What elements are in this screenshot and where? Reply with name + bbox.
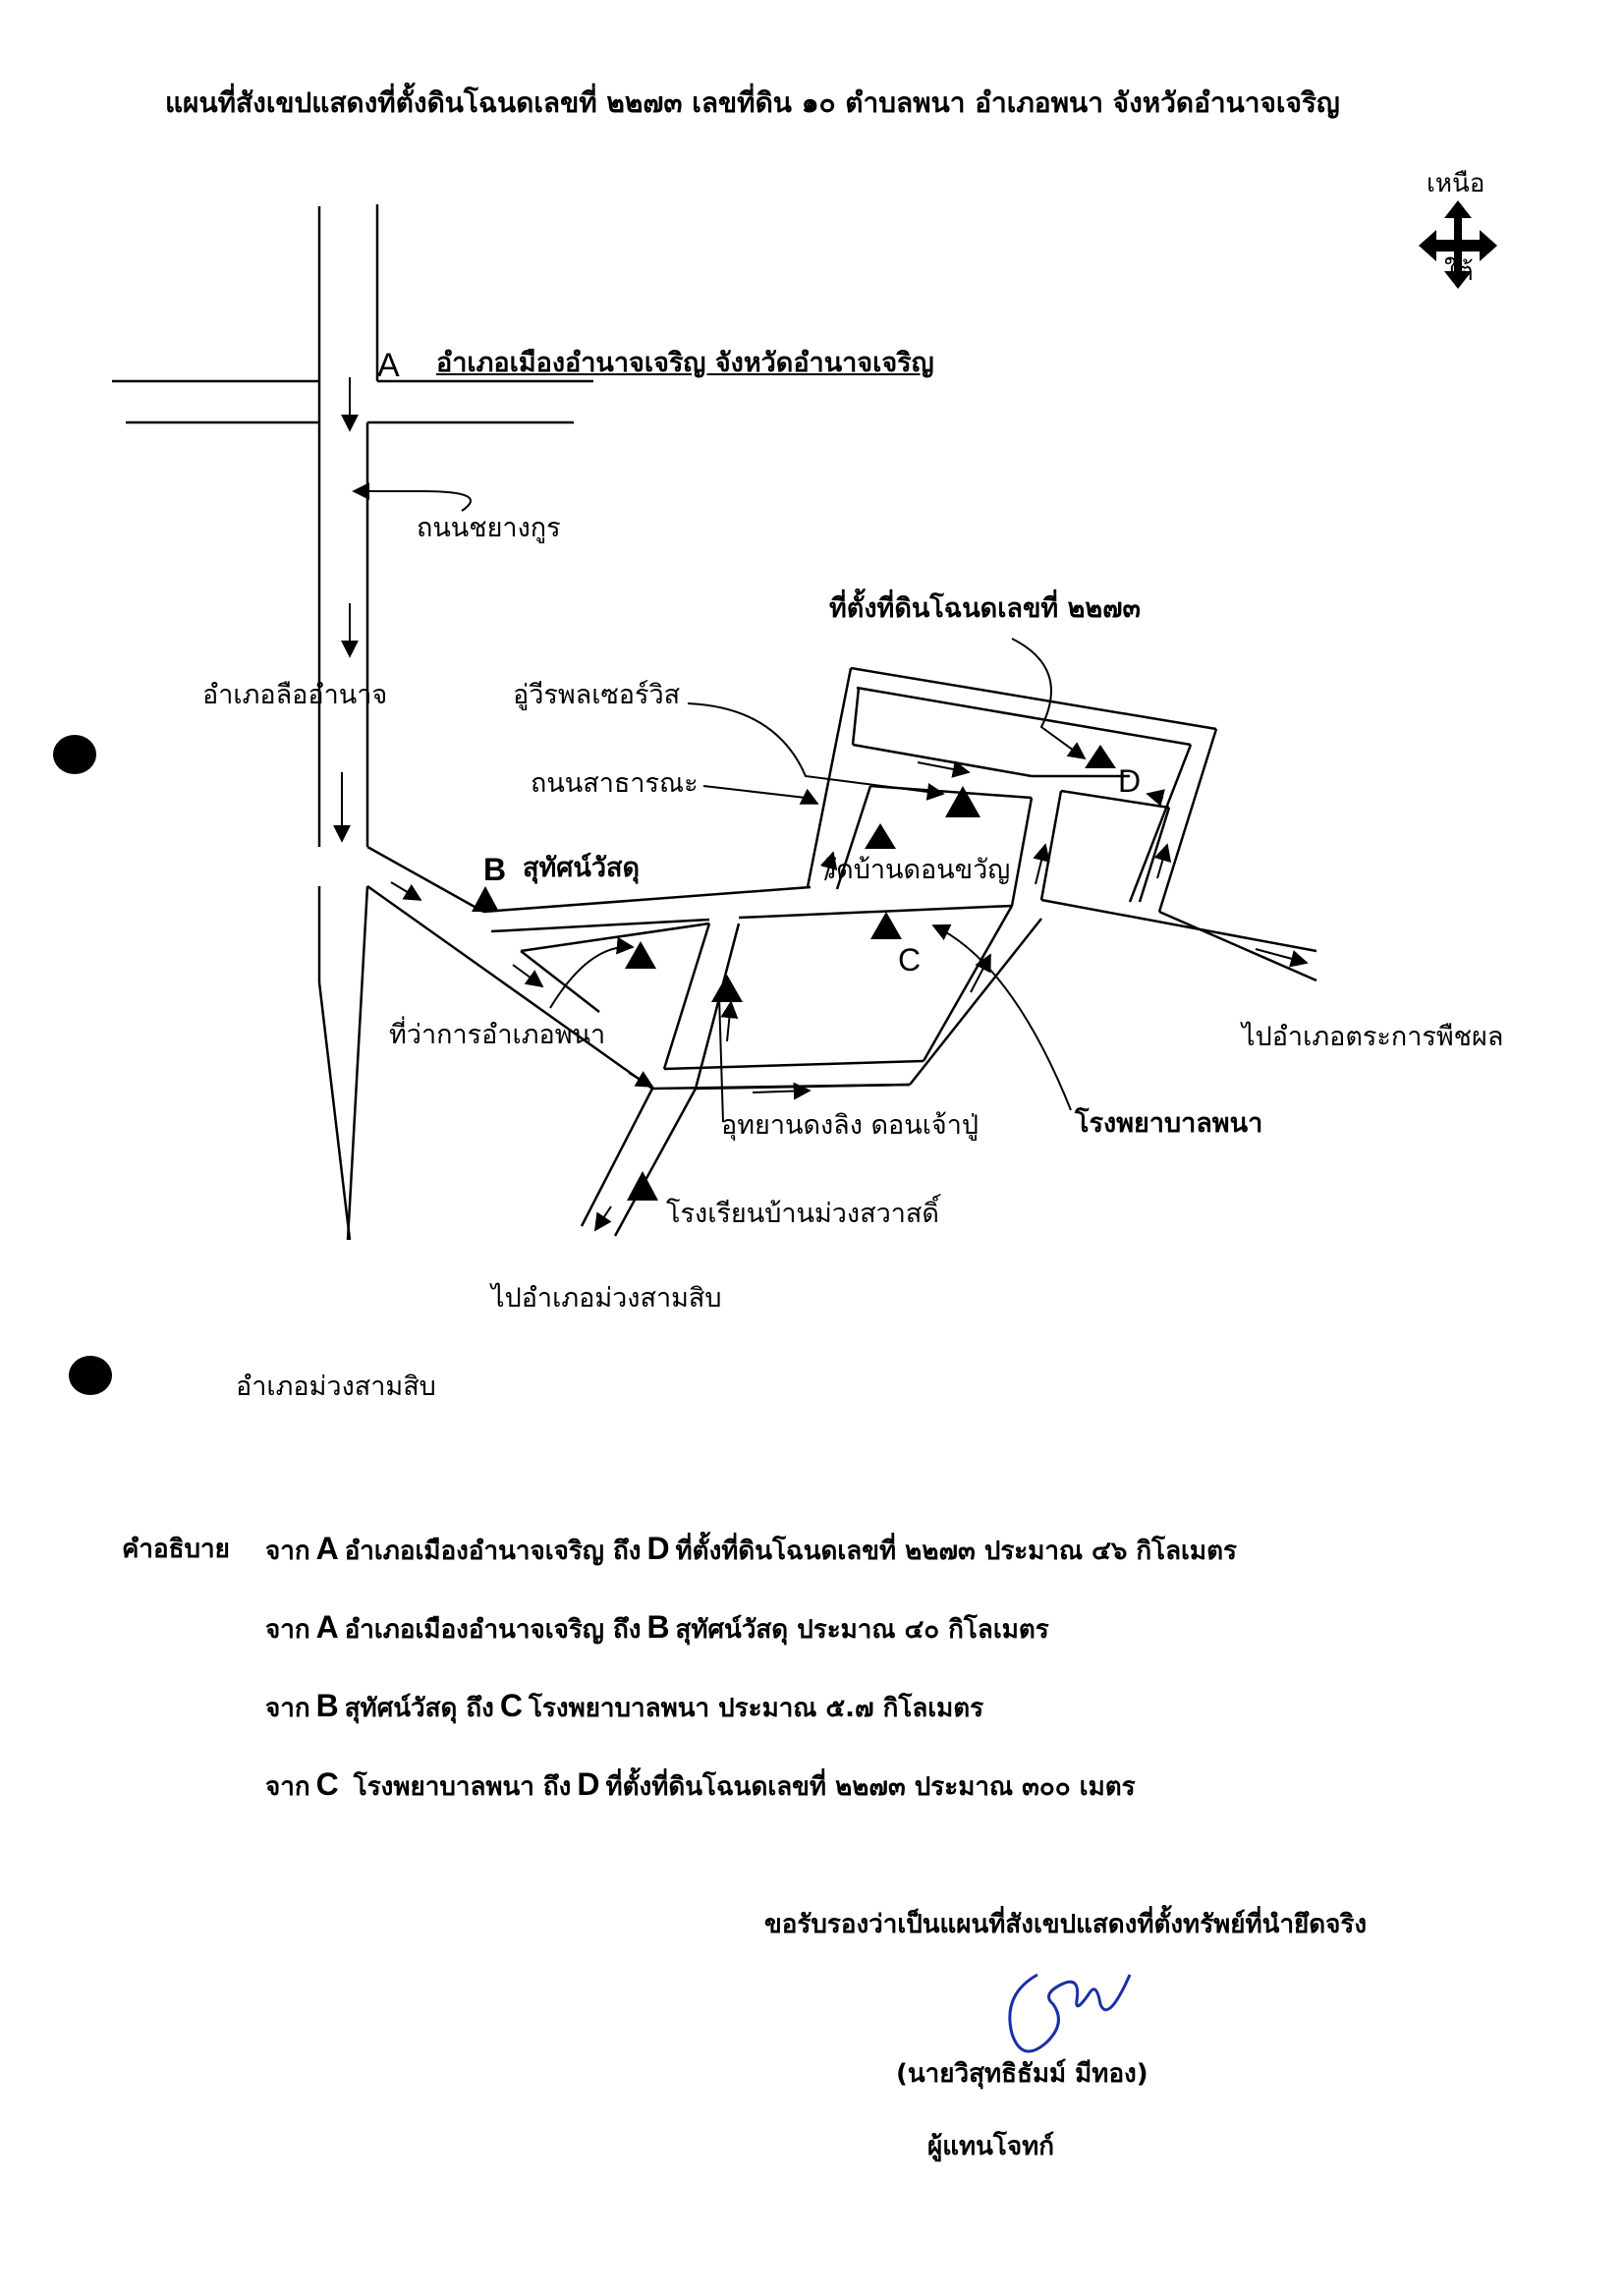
legend-row-text: อำเภอเมืองอำนาจเจริญ ถึง: [344, 1615, 642, 1645]
legend-row-word: จาก: [265, 1615, 310, 1645]
road-chayangkun-label: ถนนชยางกูร: [417, 513, 561, 543]
road-to-muang-sam-sip: [580, 1088, 698, 1237]
road-district-loop: [520, 922, 924, 1091]
road-chayangkun: [317, 204, 379, 1241]
landmark-markers: [472, 745, 1116, 1201]
marker-wat-icon: [865, 823, 896, 849]
lue-amnat-label: อำเภอลืออำนาจ: [202, 680, 388, 710]
legend-row-word: จาก: [265, 1694, 310, 1723]
marker-d-icon: [1085, 745, 1116, 768]
road-top-junction: [112, 379, 593, 424]
legend-row-point: A: [315, 1609, 339, 1645]
legend-row-text: ที่ตั้งที่ดินโฉนดเลขที่ ๒๒๗๓ ประมาณ ๓๐๐ …: [605, 1772, 1136, 1802]
point-a-letter: A: [377, 347, 400, 384]
legend-row-text: สุทัศน์วัสดุ ประมาณ ๔๐ กิโลเมตร: [675, 1615, 1049, 1645]
legend-row-point: B: [646, 1609, 670, 1645]
punch-hole-top: [53, 735, 96, 774]
legend-row-point: D: [646, 1531, 670, 1566]
marker-park-icon: [711, 975, 743, 1002]
public-road-label: ถนนสาธารณะ: [531, 768, 699, 799]
marker-office-icon: [625, 941, 656, 969]
compass-north-label: เหนือ: [1427, 169, 1485, 198]
district-office-label: ที่ว่าการอำเภอพนา: [389, 1020, 606, 1050]
marker-c-icon: [870, 912, 902, 939]
road-upper-block: [806, 666, 1218, 913]
certification-statement: ขอรับรองว่าเป็นแผนที่สังเขปแสดงที่ตั้งทร…: [764, 1910, 1368, 1939]
road-to-phana: [366, 845, 812, 1091]
legend-row-text: ที่ตั้งที่ดินโฉนดเลขที่ ๒๒๗๓ ประมาณ ๔๖ ก…: [675, 1537, 1237, 1566]
wat-label: วัดบ้านดอนขวัญ: [821, 855, 1011, 885]
legend-row-word: จาก: [265, 1772, 310, 1802]
legend-row-point: A: [315, 1531, 339, 1566]
leader-lines: [352, 482, 1087, 1123]
point-d-letter: D: [1118, 763, 1142, 799]
point-b-name: สุทัศน์วัสดุ: [523, 853, 641, 883]
school-label: โรงเรียนบ้านม่วงสวาสดิ์: [666, 1199, 939, 1229]
park-label: อุทยานดงลิง ดอนเจ้าปู่: [721, 1110, 980, 1141]
legend-row-point: D: [577, 1766, 600, 1802]
hospital-label: โรงพยาบาลพนา: [1075, 1108, 1263, 1139]
legend-row-word: จาก: [265, 1537, 310, 1566]
to-muang-label: ไปอำเภอม่วงสามสิบ: [491, 1283, 722, 1314]
legend-row-text: สุทัศน์วัสดุ ถึง: [344, 1694, 494, 1723]
signature-scribble: [1008, 1973, 1132, 2053]
to-trakan-label: ไปอำเภอตระการพืชผล: [1242, 1022, 1504, 1052]
legend-row-text: อำเภอเมืองอำนาจเจริญ ถึง: [344, 1537, 642, 1566]
legend-row-point: C: [499, 1688, 523, 1723]
punch-hole-bottom: [69, 1356, 112, 1395]
point-a-name: อำเภอเมืองอำนาจเจริญ จังหวัดอำนาจเจริญ: [436, 348, 934, 378]
marker-school-icon: [627, 1171, 658, 1201]
road-to-trakan: [738, 898, 1317, 982]
legend-row-text: โรงพยาบาลพนา ถึง: [344, 1772, 572, 1802]
point-c-letter: C: [898, 942, 922, 978]
document-title: แผนที่สังเขปแสดงที่ตั้งดินโฉนดเลขที่ ๒๒๗…: [165, 86, 1340, 119]
legend-row-point: B: [315, 1688, 339, 1723]
muang-district-label: อำเภอม่วงสามสิบ: [236, 1371, 436, 1402]
point-b-letter: B: [483, 852, 507, 887]
legend-row-point: C: [315, 1766, 339, 1802]
signer-name: (นายวิสุทธิธัมม์ มีทอง): [896, 2059, 1148, 2089]
compass-arrow-icon: [1419, 200, 1497, 289]
legend-caption: คำอธิบาย: [122, 1535, 230, 1564]
marker-b-icon: [472, 886, 499, 912]
road-hospital: [909, 905, 1042, 1086]
site-d-title-label: ที่ตั้งที่ดินโฉนดเลขที่ ๒๒๗๓: [829, 593, 1141, 624]
legend-row-text: โรงพยาบาลพนา ประมาณ ๕.๗ กิโลเมตร: [528, 1694, 984, 1723]
marker-uwiphon-icon: [945, 786, 980, 817]
uwiphon-label: อู่วีรพลเซอร์วิส: [513, 680, 681, 710]
direction-arrows: [333, 377, 1309, 1232]
signer-role: ผู้แทนโจทก์: [927, 2132, 1054, 2161]
